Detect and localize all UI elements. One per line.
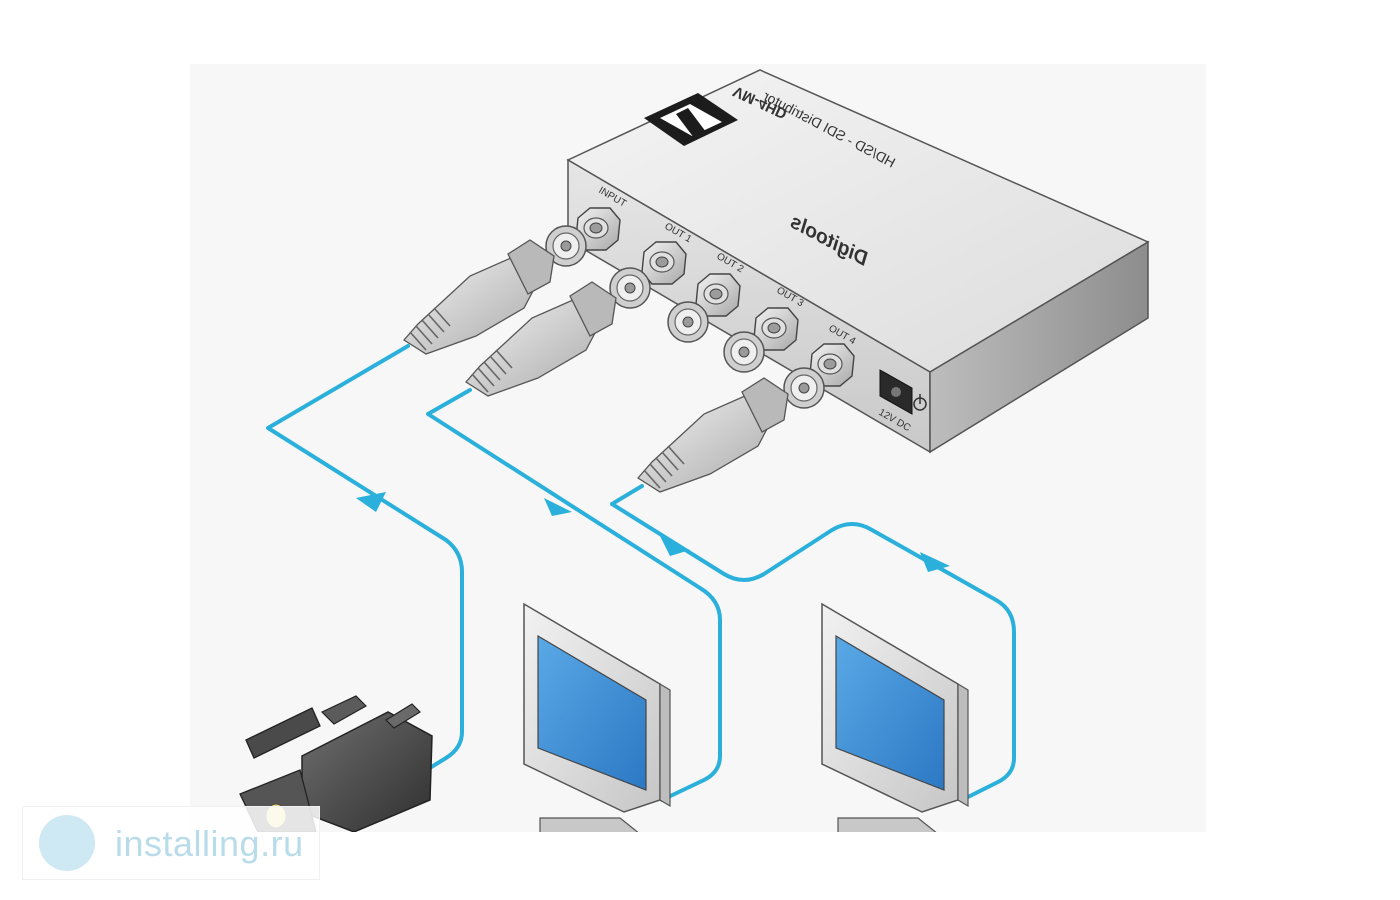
arrow-icon [544, 498, 572, 516]
arrow-icon [356, 492, 386, 512]
bnc-connector-icon-out4 [637, 377, 789, 493]
device-side [929, 240, 1149, 454]
cable-camera-to-input [266, 344, 464, 776]
cable-out4-to-monitor2 [610, 484, 1016, 802]
watermark-text: installing.ru [115, 823, 304, 864]
monitor-icon-2 [821, 602, 969, 835]
bnc-terminator-out2 [667, 301, 709, 343]
bnc-terminator-out3 [723, 331, 765, 373]
watermark-logo [39, 815, 95, 871]
flow-arrows [356, 492, 950, 572]
bnc-connector-icon-input [403, 239, 555, 355]
cable-out1-to-monitor1 [426, 388, 722, 802]
distributor-device: VM-4HD HD/SD - SDI Distributor Digitools… [545, 69, 1150, 454]
kramer-logo [644, 93, 738, 146]
arrow-icon [920, 552, 950, 572]
power-symbol-icon [913, 394, 927, 411]
bnc-terminator-out4 [783, 367, 825, 409]
bnc-connector-icon-out1 [465, 281, 617, 397]
monitor-icon-1 [523, 602, 671, 835]
arrow-icon [660, 536, 690, 556]
cables [266, 344, 1016, 802]
power-jack [879, 369, 913, 415]
monitor-screen [537, 634, 647, 791]
bnc-port-out1 [641, 241, 687, 285]
watermark: installing.ru [22, 806, 320, 880]
monitor-screen [835, 634, 945, 791]
